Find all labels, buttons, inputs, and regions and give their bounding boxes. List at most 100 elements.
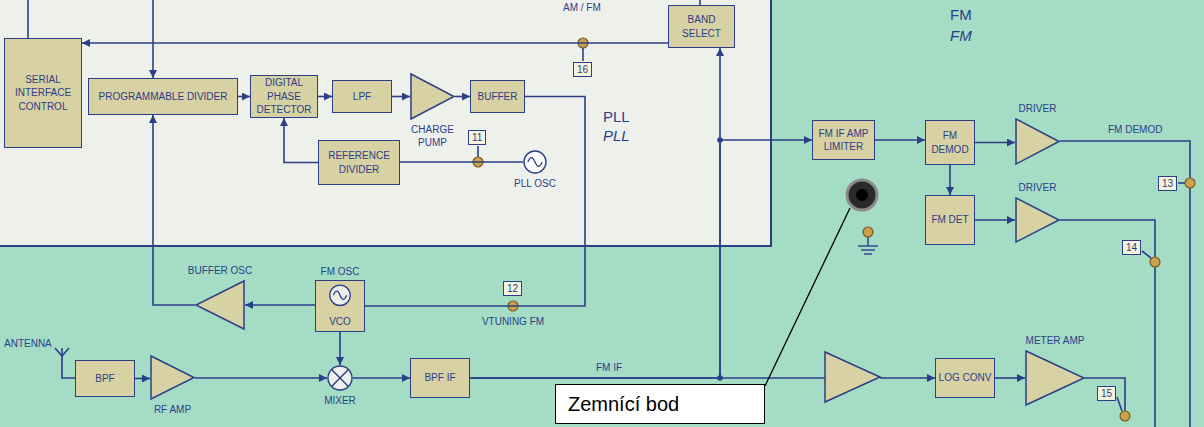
sine-symbol [528,158,542,167]
block-box: SERIAL INTERFACE CONTROL [4,38,82,148]
block-label: VCO [329,315,351,328]
signal-connector [365,97,585,307]
block-box: LOG CONV [935,358,995,398]
amplifier-triangle: DRIVER [1015,197,1060,243]
block-box: BUFFER [470,80,525,113]
callout-number: 13 [1158,176,1177,191]
leader-line [765,208,850,386]
callout-leader [477,146,479,157]
callout-note: Zemnící bod [555,384,765,424]
shape-outline [410,73,455,120]
block-label: FM DEMOD [928,129,972,156]
test-point [863,227,873,237]
oscillator-circle [330,285,350,305]
shape-outline [523,150,547,174]
block-box: PROGRAMMABLE DIVIDER [88,78,238,115]
signal-connector [975,142,1015,144]
triangle-outline [1016,119,1059,164]
signal-connector [339,332,341,365]
block-label: METER AMP [1026,334,1085,347]
mixer-symbol: MIXER [327,365,353,391]
bus-stub [27,0,29,38]
shape-outline [150,355,195,400]
shape-outline [1015,118,1060,165]
output-wire [1060,141,1190,427]
block-label: LOG CONV [939,371,992,385]
signal-connector [284,118,318,163]
sine-symbol [333,291,346,299]
signal-label: FM [950,27,972,46]
oscillator-circle: PLL OSC [523,150,547,174]
callout-leader [582,48,584,61]
amplifier-symbol [825,352,880,402]
ground-jack-hole [856,189,868,201]
ground-jack [847,180,877,210]
block-label: RF AMP [154,403,191,416]
antenna-wire [62,348,75,378]
pll-panel-fill [0,0,770,245]
block-heading: FM OSC [321,265,360,278]
signal-connector [82,42,668,44]
signal-label: AM / FM [563,2,601,15]
block-box: LPF [332,80,392,113]
block-label: CHARGE PUMP [408,123,458,149]
shape-outline [195,280,245,330]
signal-connector [975,219,1015,221]
output-wire [1060,220,1155,427]
block-label: LPF [353,90,371,104]
block-label: BAND SELECT [671,13,732,40]
signal-connector [470,140,812,378]
mixer-cross [332,370,349,387]
panel-title: PLL [603,108,630,126]
block-label: BPF [95,372,114,386]
callout-leader [1142,251,1151,258]
block-label: SERIAL INTERFACE CONTROL [7,73,79,114]
callout-number: 12 [503,281,522,296]
panel-title: PLL [603,127,630,145]
callout-number: 11 [468,130,486,145]
amplifier-triangle: CHARGE PUMP [410,73,455,120]
block-box: BAND SELECT [668,5,735,48]
shape-outline [1025,350,1085,406]
signal-connector [875,139,925,141]
block-label: FM IF AMP LIMITER [815,127,872,154]
triangle-outline [1026,351,1084,405]
ground-symbol [867,237,868,246]
pll-panel: PLLPLL SERIAL INTERFACE CONTROL PROGRAMMAB… [0,0,772,247]
block-box: FM DEMOD [925,120,975,165]
triangle-outline [411,74,454,119]
block-label: MIXER [324,394,356,407]
signal-connector [949,165,951,195]
mixer-cross [332,370,349,387]
block-box: BPF [75,360,135,397]
signal-connector [400,161,523,163]
wire [880,377,935,379]
block-label: BUFFER OSC [188,264,252,277]
signal-connector [238,96,250,98]
block-label: PROGRAMMABLE DIVIDER [99,90,228,104]
test-point [1120,411,1130,421]
signal-label: FM IF [596,362,622,375]
shape-outline [1015,197,1060,243]
block-box: FM DET [925,195,975,245]
signal-label: FM [950,6,972,25]
oscillator-box: FM OSCVCO [315,280,365,332]
signal-connector [318,96,332,98]
signal-connector [135,378,150,380]
amplifier-triangle: METER AMP [1025,350,1085,406]
ground-symbol [864,253,872,254]
signal-connector [195,377,327,379]
callout-leader [1178,182,1185,184]
block-box: FM IF AMP LIMITER [812,120,875,160]
ground-symbol [858,245,878,246]
block-label: DRIVER [1019,181,1057,194]
callout-number: 14 [1122,240,1141,255]
block-label: FM DET [931,213,968,227]
callout-text: Zemnící bod [568,393,679,416]
circle-outline [328,366,352,390]
triangle-outline [1016,198,1059,242]
signal-connector [470,48,720,378]
block-box: DIGITAL PHASE DETECTOR [250,75,318,118]
amplifier-triangle: BUFFER OSC [195,280,245,330]
block-box: REFERENCE DIVIDER [318,140,400,185]
